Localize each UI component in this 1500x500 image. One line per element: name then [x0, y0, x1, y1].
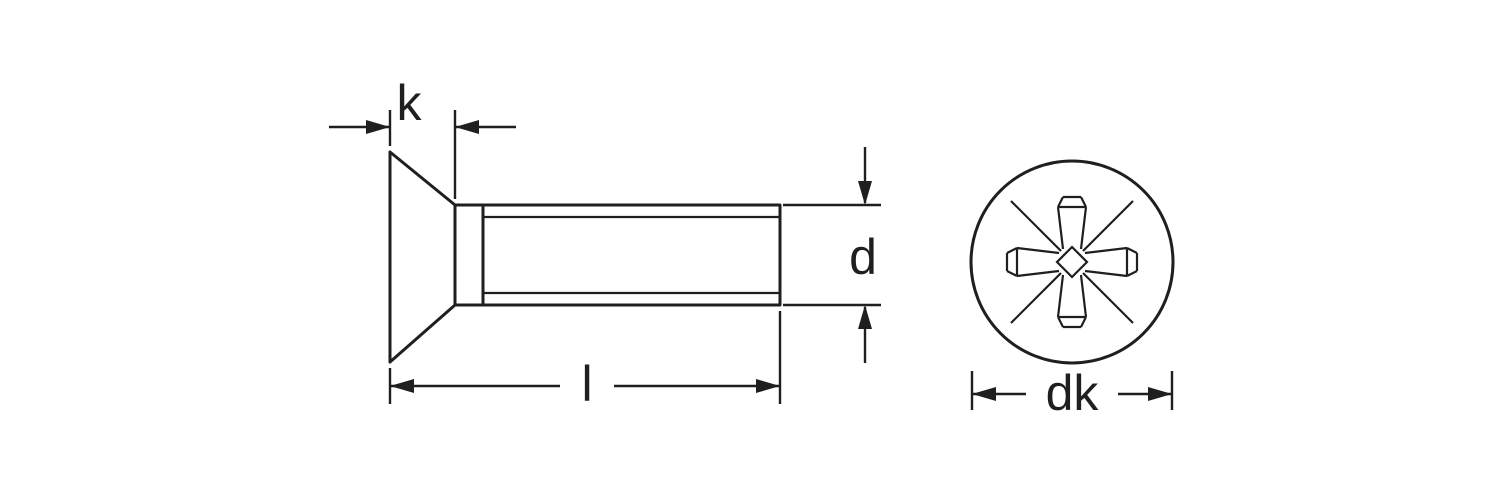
front-view — [969, 159, 1175, 365]
d-extension-lines — [783, 203, 881, 307]
k-arrow-left — [366, 120, 390, 134]
dimension-l: l — [388, 311, 782, 412]
dimension-dk: dk — [970, 365, 1174, 421]
l-arrow-left — [390, 379, 414, 393]
head-outline — [388, 150, 457, 364]
dk-extension-lines — [970, 371, 1174, 410]
recess-diagonal-sw — [1009, 271, 1063, 325]
l-arrow-right — [756, 379, 780, 393]
d-arrow-bottom — [858, 305, 872, 329]
l-label: l — [581, 356, 592, 412]
recess-diagonal-se — [1081, 271, 1135, 325]
k-label: k — [397, 75, 423, 131]
recess-center-square — [1055, 245, 1089, 279]
head-circle — [969, 159, 1175, 365]
dk-label: dk — [1046, 365, 1100, 421]
thread-crest-lines — [483, 215, 780, 295]
recess-wing-bottom — [1056, 273, 1088, 329]
shank-outline — [453, 203, 782, 307]
phillips-recess — [1005, 195, 1139, 329]
dk-arrow-right — [1148, 387, 1172, 401]
k-extension-lines — [388, 110, 457, 199]
recess-diagonal-ne — [1081, 199, 1135, 253]
recess-wing-left — [1005, 246, 1061, 278]
k-arrow-right — [455, 120, 479, 134]
d-arrow-top — [858, 181, 872, 205]
d-label: d — [849, 229, 877, 285]
recess-diagonal-nw — [1009, 199, 1063, 253]
recess-wing-top — [1056, 195, 1088, 251]
dimension-d: d — [783, 147, 881, 363]
side-view — [388, 150, 782, 364]
recess-wing-right — [1083, 246, 1139, 278]
dk-arrow-left — [972, 387, 996, 401]
dimension-k: k — [329, 75, 516, 199]
